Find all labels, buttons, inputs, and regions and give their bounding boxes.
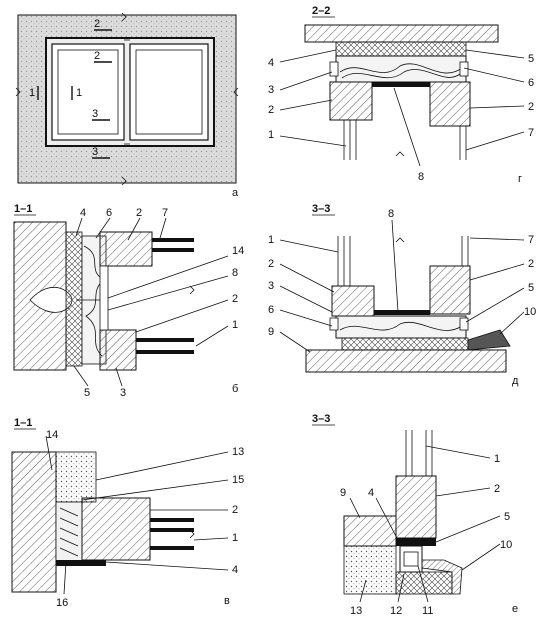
plaster-e xyxy=(343,545,397,595)
label-e-5: 5 xyxy=(504,511,510,523)
panel-d-letter: д xyxy=(512,375,519,387)
plaster-v xyxy=(55,451,97,503)
label-e-2: 2 xyxy=(494,483,500,495)
label-v-15: 15 xyxy=(232,474,244,486)
label-g-3: 3 xyxy=(268,84,274,96)
panel-d-section: 3–3 xyxy=(312,203,330,215)
drip-sill-e xyxy=(421,559,463,595)
label-b-5: 5 xyxy=(84,387,90,399)
frame-v xyxy=(81,497,151,561)
label-d-5: 5 xyxy=(528,282,534,294)
insulation-b xyxy=(65,231,83,367)
label-e-1: 1 xyxy=(494,453,500,465)
panel-a-letter: а xyxy=(232,187,239,199)
panel-e-letter: е xyxy=(512,603,518,615)
frame-bottom-b xyxy=(99,329,137,371)
wall-v xyxy=(11,451,57,593)
insulation-g xyxy=(335,41,467,57)
label-g-8: 8 xyxy=(418,171,424,183)
label-d-10: 10 xyxy=(524,306,536,318)
insulation-d xyxy=(341,337,469,351)
frame-block-left-d xyxy=(331,285,375,317)
foam-seal-g xyxy=(335,55,467,83)
label-e-13: 13 xyxy=(350,605,362,617)
label-b-2: 2 xyxy=(136,207,142,219)
label-a-2: 2 xyxy=(94,18,100,30)
panel-g: 2–2 4 3 2 1 5 6 2 xyxy=(268,5,534,185)
label-g-2b: 2 xyxy=(528,101,534,113)
label-e-4: 4 xyxy=(368,487,374,499)
label-d-9: 9 xyxy=(268,326,274,338)
label-g-4: 4 xyxy=(268,57,274,69)
frame-block-right-d xyxy=(429,265,471,315)
panel-b: 1–1 4 6 2 7 14 8 2 1 xyxy=(13,203,244,399)
label-v-4: 4 xyxy=(232,564,238,576)
label-e-12: 12 xyxy=(390,605,402,617)
label-e-10: 10 xyxy=(500,539,512,551)
panel-b-letter: б xyxy=(232,383,238,395)
panel-d: 3–3 8 1 2 3 6 9 7 xyxy=(268,203,536,387)
panel-b-section: 1–1 xyxy=(14,203,32,215)
sill-wall-d xyxy=(305,349,507,373)
panel-v: 1–1 14 13 15 2 1 4 16 в xyxy=(11,417,244,609)
label-e-9: 9 xyxy=(340,487,346,499)
frame-block-left-g xyxy=(329,81,373,121)
label-b-4: 4 xyxy=(80,207,86,219)
lintel xyxy=(304,24,499,43)
label-v-14: 14 xyxy=(46,429,58,441)
label-e-11: 11 xyxy=(422,605,433,617)
label-d-3: 3 xyxy=(268,280,274,292)
label-g-5: 5 xyxy=(528,53,534,65)
frame-block-right-g xyxy=(429,81,471,127)
label-d-6: 6 xyxy=(268,304,274,316)
drip-sill-d xyxy=(467,329,511,351)
label-b-1: 1 xyxy=(232,319,238,331)
label-g-7: 7 xyxy=(528,127,534,139)
label-b-7: 7 xyxy=(162,207,168,219)
label-g-1: 1 xyxy=(268,129,274,141)
label-d-8: 8 xyxy=(388,208,394,220)
panel-a: 2 2 1 1 3 3 а xyxy=(15,12,239,199)
label-d-7: 7 xyxy=(528,234,534,246)
panel-e-section: 3–3 xyxy=(312,413,330,425)
label-a-1: 1 xyxy=(29,87,35,99)
sill-board-e xyxy=(343,515,397,547)
foam-seal-d xyxy=(335,315,467,339)
label-d-2: 2 xyxy=(268,258,274,270)
label-b-2b: 2 xyxy=(232,293,238,305)
frame-top-b xyxy=(99,231,153,267)
panel-g-section: 2–2 xyxy=(312,5,330,17)
label-a-3: 3 xyxy=(92,108,98,120)
panel-v-section: 1–1 xyxy=(14,417,32,429)
label-a-1b: 1 xyxy=(76,87,82,99)
label-a-2b: 2 xyxy=(94,50,100,62)
label-b-8: 8 xyxy=(232,267,238,279)
label-g-6: 6 xyxy=(528,77,534,89)
label-v-16: 16 xyxy=(56,597,68,609)
label-b-6: 6 xyxy=(106,207,112,219)
panel-g-letter: г xyxy=(518,173,522,185)
label-g-2: 2 xyxy=(268,104,274,116)
label-d-2b: 2 xyxy=(528,258,534,270)
panel-v-letter: в xyxy=(224,595,230,607)
label-v-13: 13 xyxy=(232,446,244,458)
frame-e xyxy=(395,475,437,539)
label-v-1: 1 xyxy=(232,532,238,544)
label-b-3: 3 xyxy=(120,387,126,399)
label-b-14: 14 xyxy=(232,245,244,257)
label-a-3b: 3 xyxy=(92,146,98,158)
label-v-2: 2 xyxy=(232,504,238,516)
panel-e: 3–3 1 2 9 4 5 10 13 12 11 xyxy=(312,413,518,617)
label-d-1: 1 xyxy=(268,234,274,246)
